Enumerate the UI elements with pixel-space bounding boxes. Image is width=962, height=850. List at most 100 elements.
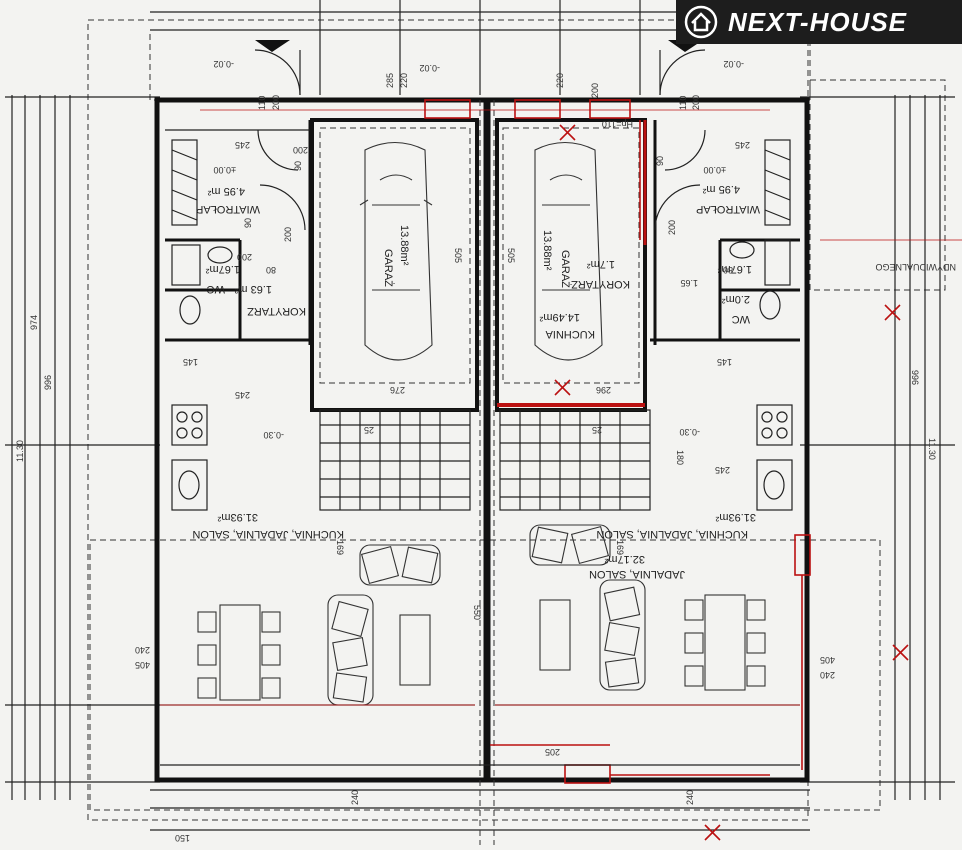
svg-text:169: 169 — [335, 540, 345, 555]
svg-text:505: 505 — [506, 248, 516, 263]
area-wiatrolap-left: 4.95 m² — [207, 185, 245, 197]
svg-text:240: 240 — [820, 670, 835, 680]
level-entry-right: -0.02 — [723, 59, 744, 69]
brand-logo: NEXT-HOUSE — [676, 0, 962, 44]
svg-text:11.30: 11.30 — [927, 438, 937, 460]
svg-text:220: 220 — [399, 73, 409, 88]
level-zero-left: ±0.00 — [214, 165, 236, 175]
svg-text:200: 200 — [237, 252, 252, 262]
house-icon — [684, 5, 718, 39]
red-annotations — [200, 99, 962, 784]
sofa-right — [599, 579, 646, 691]
svg-text:245: 245 — [235, 390, 250, 400]
side-note: NDYWIDUALNEGO — [875, 262, 956, 272]
svg-text:80: 80 — [723, 265, 733, 275]
area-korytarz-left: 1.63 m² — [234, 283, 272, 295]
svg-text:145: 145 — [183, 357, 198, 367]
exterior-walls — [154, 97, 810, 783]
svg-text:240: 240 — [135, 645, 150, 655]
svg-text:80: 80 — [266, 265, 276, 275]
level-salon-right: -0.30 — [679, 427, 700, 437]
label-wiatrolap-left: WIATROŁAP — [196, 203, 260, 215]
area-wc-right: 2.0m² — [722, 293, 750, 305]
partitions-right — [650, 120, 800, 345]
area-wc-right-b: 1.65 — [680, 278, 698, 288]
svg-text:200: 200 — [590, 83, 600, 98]
label-salon-right: KUCHNIA, JADALNIA, SALON — [596, 528, 748, 540]
svg-text:145: 145 — [717, 357, 732, 367]
label-garaz-right: GARAŻ — [559, 250, 572, 288]
svg-text:150: 150 — [175, 833, 190, 843]
dining-table-left — [197, 604, 281, 701]
svg-text:200: 200 — [271, 95, 281, 110]
svg-text:200: 200 — [667, 220, 677, 235]
coffee-table-right — [539, 599, 571, 671]
door-swings — [254, 49, 706, 231]
svg-text:276: 276 — [390, 385, 405, 395]
level-salon-left: -0.30 — [263, 430, 284, 440]
area-salon-left: 31.93m² — [217, 511, 258, 523]
level-entry-top: -0.02 — [419, 63, 440, 73]
cross-markers — [554, 124, 909, 841]
label-wc-left: WC — [207, 283, 225, 295]
wardrobe-left — [171, 139, 198, 226]
car-left — [359, 142, 433, 361]
stairs-left — [319, 409, 471, 511]
dimension-labels: 285 220 220 200 110 200 110 200 200 90 9… — [15, 73, 937, 843]
kitchen-left — [171, 404, 208, 511]
label-korytarz-right: KORYTARZ — [571, 278, 630, 290]
svg-text:405: 405 — [135, 660, 150, 670]
sofa-left — [327, 594, 374, 706]
label-jadalnia-right: JADALNIA, SALON — [589, 568, 685, 580]
kitchen-right — [756, 404, 793, 511]
svg-text:245: 245 — [715, 465, 730, 475]
coffee-table-left — [399, 614, 431, 686]
partitions-left — [165, 120, 312, 345]
label-salon-left: KUCHNIA, JADALNIA, SALON — [192, 528, 344, 540]
right-dimension-lines — [800, 95, 955, 800]
svg-text:285: 285 — [385, 73, 395, 88]
wc-left-fixtures — [171, 244, 233, 325]
area-wc-right-c: 1.67m² — [717, 263, 752, 275]
svg-text:200: 200 — [293, 145, 308, 155]
label-korytarz-left: KORYTARZ — [247, 305, 306, 317]
svg-text:200: 200 — [691, 95, 701, 110]
wardrobe-right — [764, 139, 791, 226]
wc-right-fixtures — [729, 239, 791, 320]
svg-text:550: 550 — [472, 605, 482, 620]
svg-text:996: 996 — [910, 370, 920, 385]
svg-text:200: 200 — [283, 227, 293, 242]
area-jadalnia-right: 32.17m² — [604, 553, 645, 565]
left-dimension-lines — [5, 95, 160, 800]
svg-text:296: 296 — [596, 385, 611, 395]
area-garaz-right: 13.88m² — [541, 230, 553, 271]
svg-text:110: 110 — [678, 96, 688, 110]
svg-text:169: 169 — [615, 540, 625, 555]
brand-name: NEXT-HOUSE — [728, 6, 908, 37]
svg-text:240: 240 — [350, 790, 360, 805]
area-korytarz-right: 1.7m² — [587, 258, 615, 270]
svg-text:505: 505 — [453, 248, 463, 263]
area-wiatrolap-right: 4.95 m² — [702, 183, 740, 195]
side-outline — [809, 79, 946, 291]
svg-text:974: 974 — [29, 315, 39, 330]
area-garaz-left: 13.88m² — [398, 225, 410, 266]
level-entry-left: -0.02 — [213, 59, 234, 69]
entry-marker-left — [255, 40, 290, 52]
svg-text:245: 245 — [235, 140, 250, 150]
svg-text:11.30: 11.30 — [15, 440, 25, 462]
svg-text:25: 25 — [592, 425, 602, 435]
svg-text:240: 240 — [685, 790, 695, 805]
area-salon-right: 31.93m² — [715, 511, 756, 523]
svg-text:90: 90 — [243, 218, 253, 228]
area-kuchnia-right: 14.49m² — [539, 311, 580, 323]
armchairs-left — [359, 544, 441, 586]
svg-text:996: 996 — [43, 375, 53, 390]
level-zero-right: ±0.00 — [704, 165, 726, 175]
label-garaz-left: GARAŻ — [382, 249, 395, 287]
svg-text:180: 180 — [675, 450, 685, 465]
stairs-right — [499, 409, 651, 511]
car-right — [534, 142, 603, 361]
svg-text:205: 205 — [545, 747, 560, 757]
